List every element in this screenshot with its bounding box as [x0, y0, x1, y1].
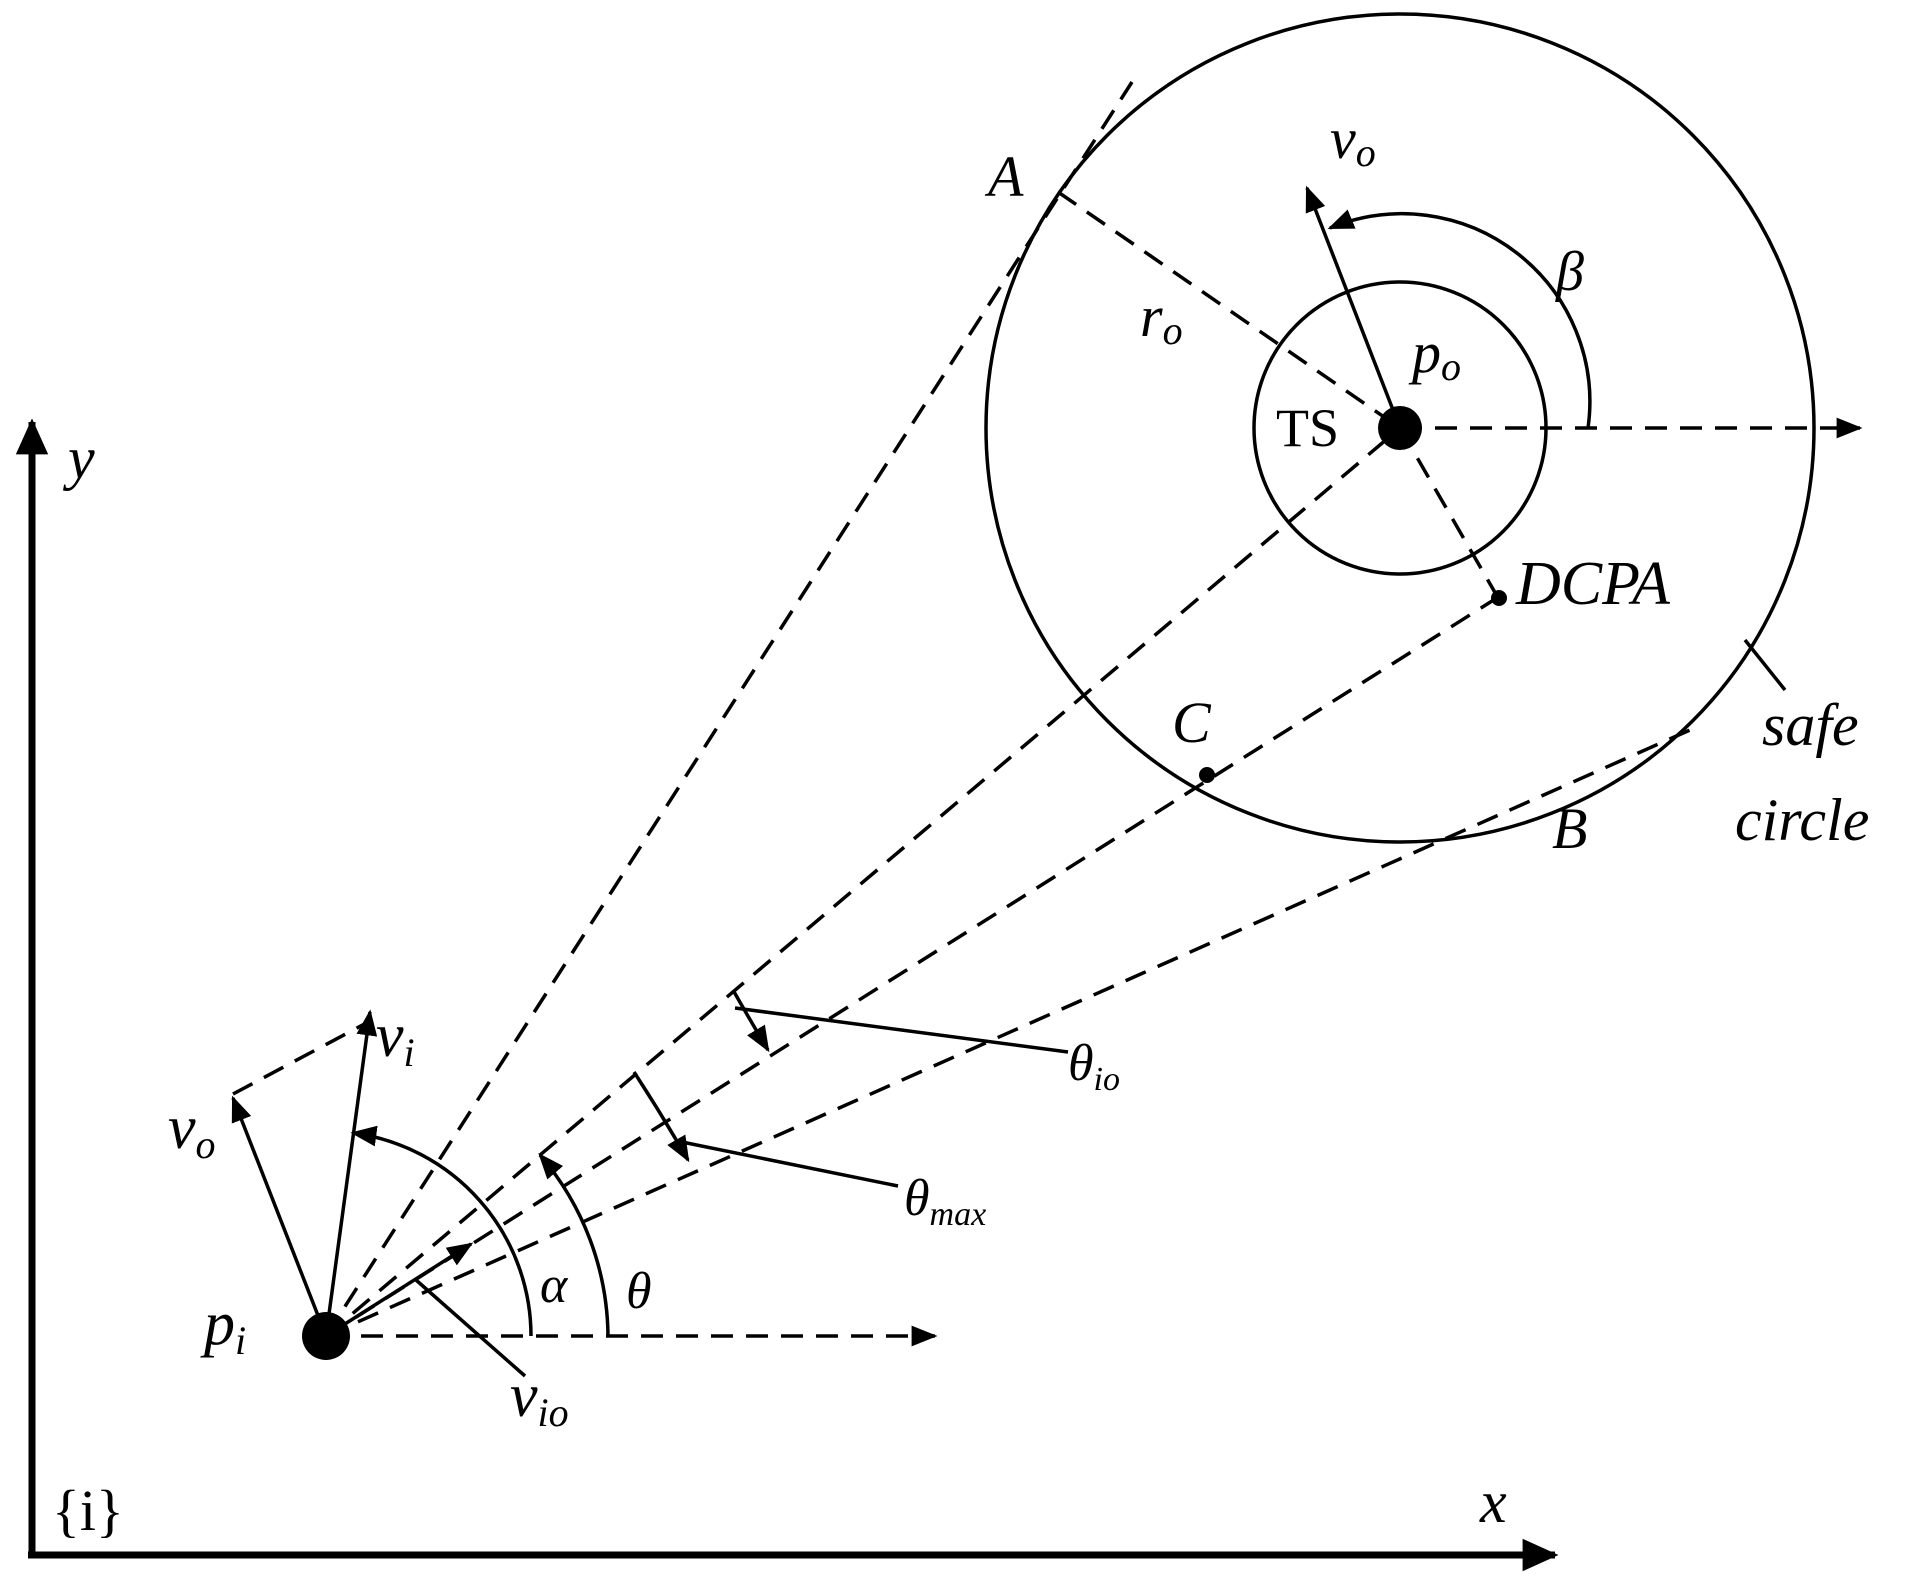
ts-dcpa-line — [1398, 427, 1499, 597]
point-B-label: B — [1552, 796, 1587, 861]
line-to-dcpa — [325, 594, 1501, 1338]
c-point — [1199, 767, 1215, 783]
vi-arrow — [324, 1009, 378, 1337]
vio-label: vio — [510, 1362, 569, 1435]
tangent-line-A — [324, 81, 1134, 1337]
ts-label: TS — [1276, 398, 1339, 458]
beta-arc — [1327, 209, 1592, 429]
circle-label: circle — [1735, 787, 1869, 853]
vio-arrow — [325, 1242, 474, 1338]
beta-label: β — [1555, 241, 1584, 303]
dcpa-label: DCPA — [1515, 550, 1671, 618]
safe-label: safe — [1762, 692, 1859, 758]
point-C-label: C — [1172, 690, 1212, 755]
theta-io-label: θio — [1068, 1035, 1120, 1098]
vo-top-label: vo — [1330, 106, 1376, 175]
tangent-line-B — [325, 728, 1691, 1338]
theta-max-arc — [632, 1071, 690, 1163]
vo-left-label: vo — [168, 1094, 216, 1167]
dcpa-point — [1491, 590, 1507, 606]
ro-label: ro — [1140, 284, 1183, 353]
alpha-label: α — [540, 1257, 569, 1314]
vi-label: vi — [376, 1002, 415, 1075]
line-to-ts — [324, 426, 1402, 1338]
alpha-arc — [350, 1125, 533, 1337]
theta-arc — [538, 1153, 610, 1337]
safe-circle — [984, 12, 1816, 844]
radius-line — [1057, 190, 1401, 430]
vo-arrow-pi — [231, 1095, 328, 1337]
theta-io-arc — [731, 989, 770, 1053]
theta-max-label: θmax — [904, 1170, 986, 1233]
po-label: po — [1408, 320, 1461, 389]
vio-pointer — [414, 1278, 527, 1378]
frame-label: {i} — [52, 1478, 124, 1543]
safe-circle-pointer — [1743, 638, 1787, 692]
point-A-label: A — [984, 144, 1024, 209]
y-axis-label: y — [62, 425, 95, 491]
theta-label: θ — [626, 1263, 652, 1320]
x-axis-label: x — [1479, 1469, 1507, 1535]
theta-io-pointer — [734, 1006, 1069, 1054]
vo-shift-line — [232, 1018, 373, 1096]
pi-label: pi — [200, 1290, 246, 1363]
theta-max-pointer — [681, 1140, 899, 1188]
vo-arrow-ts — [1305, 185, 1402, 429]
